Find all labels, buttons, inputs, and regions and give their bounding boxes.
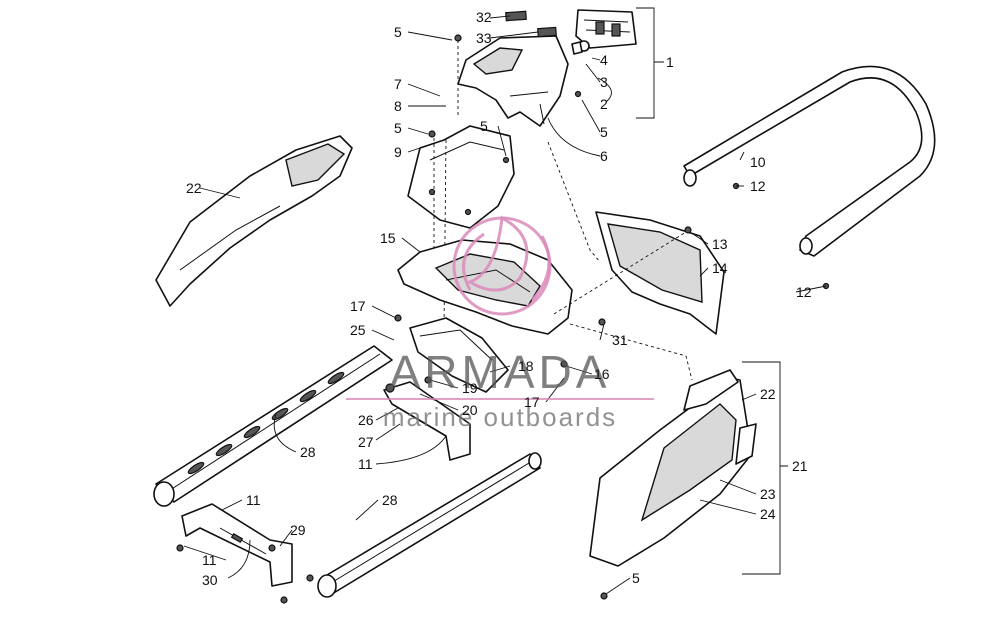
- side-panel-upper: [595, 211, 725, 335]
- watermark-logo-icon: [452, 215, 552, 316]
- bracket-21: [742, 361, 788, 575]
- callout-12: 12: [750, 178, 766, 194]
- callout-3: 3: [600, 74, 608, 90]
- callout-5: 5: [600, 124, 608, 140]
- callout-7: 7: [394, 76, 402, 92]
- callout-21: 21: [792, 458, 808, 474]
- callout-15: 15: [380, 230, 396, 246]
- callout-28: 28: [382, 492, 398, 508]
- callout-18: 18: [518, 358, 534, 374]
- callout-5: 5: [394, 24, 402, 40]
- rail-upper: [153, 345, 393, 507]
- callout-32: 32: [476, 9, 492, 25]
- callout-6: 6: [600, 148, 608, 164]
- bracket-1: [636, 7, 664, 119]
- rail-bracket-upper: [383, 381, 471, 461]
- callout-10: 10: [750, 154, 766, 170]
- mud-flap: [409, 317, 509, 393]
- rail-bracket-lower: [181, 503, 293, 587]
- callout-23: 23: [760, 486, 776, 502]
- callout-8: 8: [394, 98, 402, 114]
- callout-19: 19: [462, 380, 478, 396]
- callout-26: 26: [358, 412, 374, 428]
- mount-bracket: [407, 125, 515, 229]
- right-side-panel: [589, 369, 757, 567]
- callout-14: 14: [712, 260, 728, 276]
- callout-22: 22: [760, 386, 776, 402]
- watermark-brand: ARMADA: [390, 346, 611, 398]
- callout-24: 24: [760, 506, 776, 522]
- callout-1: 1: [666, 54, 674, 70]
- callout-22: 22: [186, 180, 202, 196]
- grab-handle: [683, 65, 936, 257]
- rail-lower: [317, 452, 542, 598]
- callout-30: 30: [202, 572, 218, 588]
- watermark-tagline: marine outboards: [383, 402, 617, 432]
- callout-17: 17: [524, 394, 540, 410]
- callout-16: 16: [594, 366, 610, 382]
- leader-lines: [183, 15, 827, 595]
- callout-31: 31: [612, 332, 628, 348]
- callout-29: 29: [290, 522, 306, 538]
- callout-27: 27: [358, 434, 374, 450]
- callout-9: 9: [394, 144, 402, 160]
- callout-28: 28: [300, 444, 316, 460]
- fasteners: [176, 34, 830, 604]
- bulb-socket: [571, 40, 590, 55]
- callout-11: 11: [246, 492, 261, 508]
- callout-5: 5: [632, 570, 640, 586]
- callout-33: 33: [476, 30, 492, 46]
- callout-17: 17: [350, 298, 366, 314]
- tail-cover: [457, 35, 569, 127]
- callout-12: 12: [796, 284, 812, 300]
- callout-5: 5: [394, 120, 402, 136]
- callout-2: 2: [600, 96, 608, 112]
- callout-5: 5: [480, 118, 488, 134]
- taillight-lens: [575, 9, 637, 49]
- callout-25: 25: [350, 322, 366, 338]
- callout-4: 4: [600, 52, 608, 68]
- callout-13: 13: [712, 236, 728, 252]
- callout-11: 11: [358, 456, 373, 472]
- left-fairing: [155, 135, 353, 307]
- callout-20: 20: [462, 402, 478, 418]
- callout-11: 11: [202, 552, 217, 568]
